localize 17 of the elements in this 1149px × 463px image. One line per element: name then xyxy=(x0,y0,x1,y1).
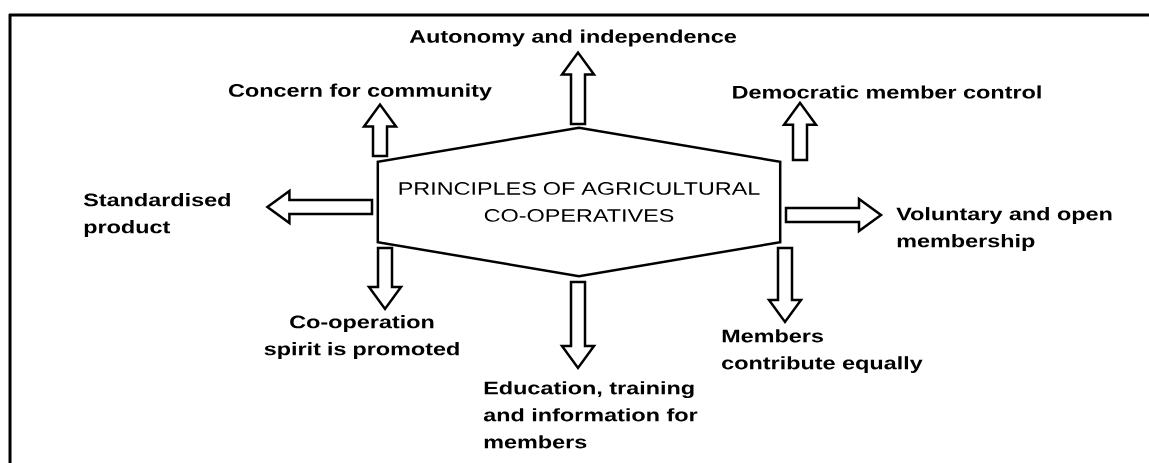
label-text: Democratic member control xyxy=(733,85,1041,99)
block-arrow xyxy=(265,188,374,226)
label-text: Standardised product xyxy=(83,193,230,237)
block-arrow xyxy=(784,196,884,234)
block-arrow xyxy=(559,280,597,371)
block-arrow xyxy=(766,246,804,325)
label-text: Concern for community xyxy=(229,83,492,101)
block-arrow xyxy=(361,102,399,158)
hexagon: PRINCIPLES OF AGRICULTURAL CO-OPERATIVES xyxy=(376,126,782,278)
block-arrow xyxy=(559,50,597,126)
label-text: Autonomy and independence xyxy=(409,29,736,47)
label-text: Co-operation spirit is promoted xyxy=(264,315,459,359)
label-text: Education, training and information for members xyxy=(483,381,698,449)
label-text: Members contribute equally xyxy=(722,329,923,373)
block-arrow xyxy=(366,246,404,312)
label-text: Voluntary and open membership xyxy=(896,207,1112,251)
block-arrow xyxy=(781,100,819,162)
